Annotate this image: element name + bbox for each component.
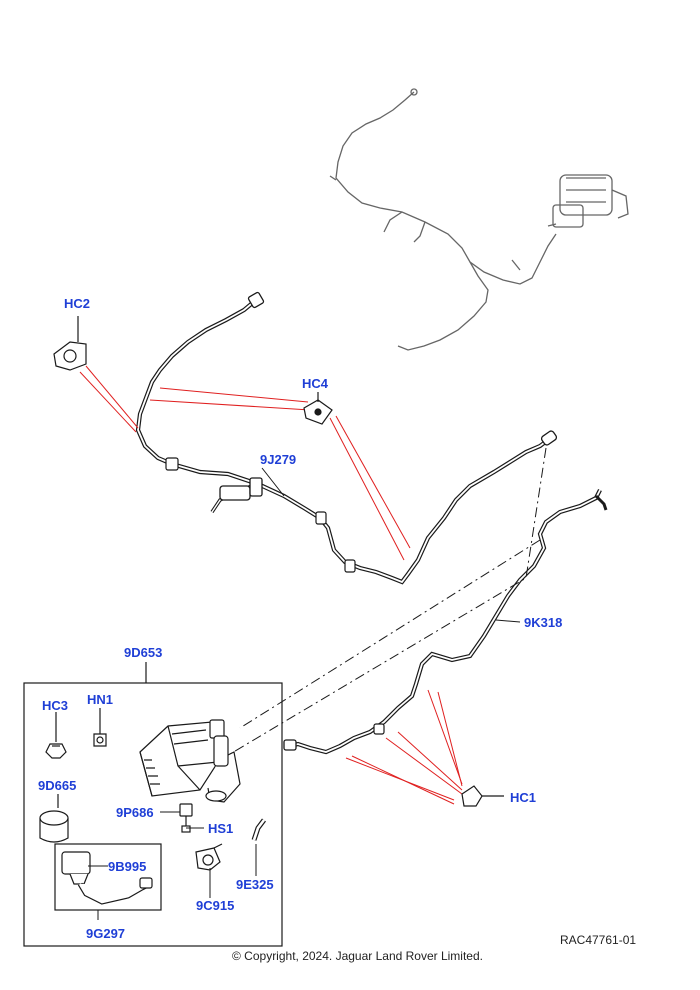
- label-9D665: 9D665: [38, 778, 76, 793]
- label-9C915: 9C915: [196, 898, 234, 913]
- pipe-9K318: [283, 489, 608, 755]
- callout-ticks: [88, 467, 521, 920]
- canister-icon: [139, 719, 241, 803]
- label-HC3: HC3: [42, 698, 68, 713]
- vehicle-overview-inset: [329, 88, 629, 351]
- copyright-notice: © Copyright, 2024. Jaguar Land Rover Lim…: [232, 949, 483, 963]
- label-9K318: 9K318: [524, 615, 562, 630]
- hc2-bracket-icon: [53, 316, 87, 371]
- label-9D653: 9D653: [124, 645, 162, 660]
- hc1-clip-icon: [461, 785, 504, 807]
- reference-code: RAC47761-01: [560, 933, 636, 947]
- kit-9D653-box: [23, 662, 283, 947]
- hc4-clip-icon: [303, 392, 333, 425]
- dash-dot-lines: [219, 447, 547, 761]
- label-9E325: 9E325: [236, 877, 274, 892]
- pipe-9J279: [135, 291, 558, 585]
- hose-icon: [251, 818, 266, 841]
- label-HN1: HN1: [87, 692, 113, 707]
- filter-icon: [39, 794, 69, 843]
- valve-icon: [61, 851, 153, 905]
- leader-lines: [79, 365, 463, 805]
- label-HS1: HS1: [208, 821, 233, 836]
- label-9J279: 9J279: [260, 452, 296, 467]
- purge-valve-icon: [195, 843, 223, 871]
- label-9G297: 9G297: [86, 926, 125, 941]
- label-HC4: HC4: [302, 376, 329, 391]
- clip-icon: [45, 712, 67, 759]
- grommet-icon: [93, 708, 107, 747]
- label-HC1: HC1: [510, 790, 536, 805]
- bracket-icon: [179, 803, 193, 833]
- callout-labels: HC2 HC4 9J279 9K318 9D653 HC3 HN1 9D665 …: [38, 296, 562, 941]
- label-HC2: HC2: [64, 296, 90, 311]
- label-9B995: 9B995: [108, 859, 146, 874]
- label-9P686: 9P686: [116, 805, 154, 820]
